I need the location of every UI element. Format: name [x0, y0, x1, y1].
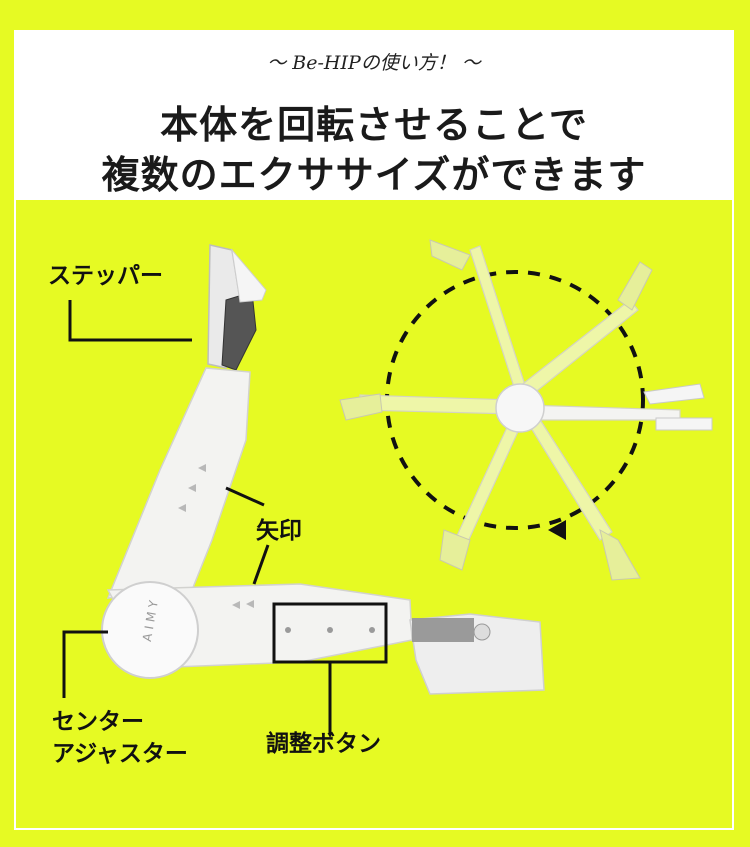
title-line-1: 本体を回転させることで [160, 103, 588, 147]
device-illustration [101, 244, 545, 695]
rotation-center-dial [495, 383, 545, 433]
rotation-arrowhead [548, 520, 566, 540]
rotation-diagram [339, 239, 713, 581]
center-dial [101, 581, 199, 679]
subtitle: ～ Be-HIPの使い方！ ～ [267, 52, 481, 74]
label-center-adjuster: センター アジャスター [52, 709, 188, 767]
adjust-button-dots [285, 627, 375, 633]
header-panel: ～ Be-HIPの使い方！ ～ 本体を回転させることで 複数のエクササイズができ… [16, 32, 732, 200]
upright-arm [106, 367, 251, 599]
rotation-ghost-arms [359, 245, 681, 547]
title-line-2: 複数のエクササイズができます [101, 153, 647, 197]
stepper-pad [207, 244, 267, 371]
white-border-frame [14, 30, 734, 830]
adjust-button-highlight [272, 602, 388, 664]
rotation-ghost-pads [339, 239, 653, 581]
label-stepper: ステッパー [48, 263, 163, 289]
label-adjust-button: 調整ボタン [266, 731, 381, 757]
callout-lines [62, 300, 332, 735]
arrow-markers [178, 464, 254, 609]
label-arrow: 矢印 [256, 518, 302, 544]
foot-hinge [412, 618, 474, 642]
